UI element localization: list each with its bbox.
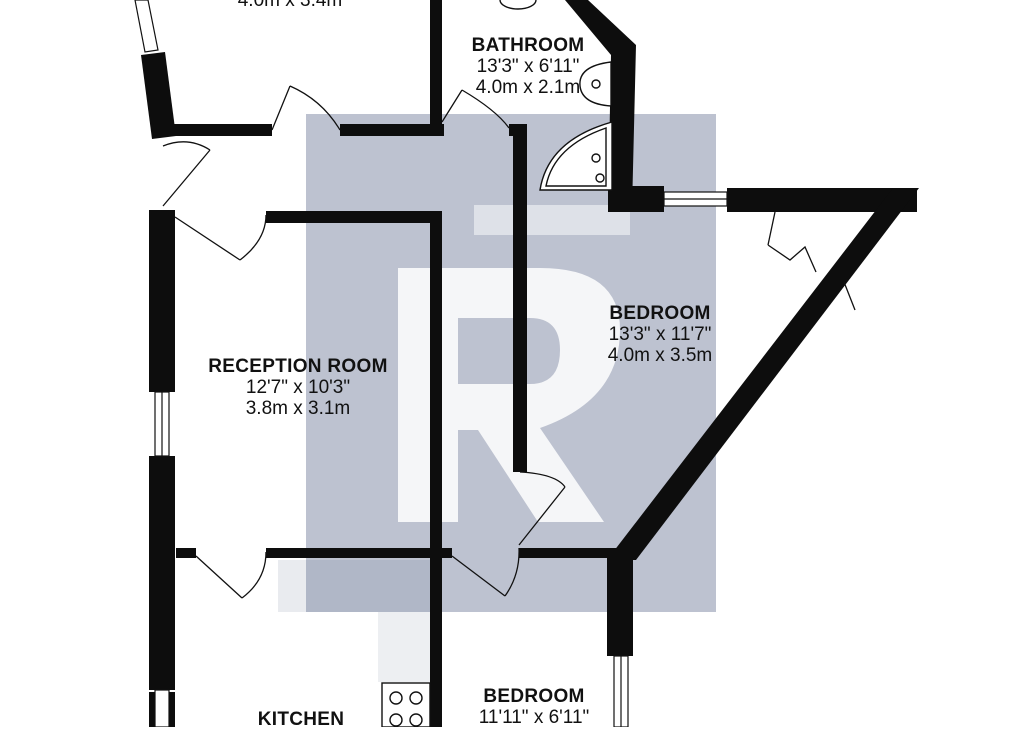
room-dims-imperial: 13'3" x 6'11" <box>476 56 580 77</box>
basin-icon <box>579 61 612 107</box>
room-name: BEDROOM <box>609 303 711 324</box>
window-icon <box>154 689 170 727</box>
windows <box>134 0 728 727</box>
room-dims-imperial: 13'3" x 11'7" <box>608 324 712 345</box>
bathroom-bottom-wall <box>509 124 527 136</box>
door-swing-icon <box>195 551 267 599</box>
room-name: BATHROOM <box>471 35 585 56</box>
bedroom2-right-wall <box>607 548 633 656</box>
room-dims-imperial: 11'11" x 6'11" <box>478 707 590 728</box>
room-label-bedroom-small: BEDROOM 11'11" x 6'11" <box>446 686 622 728</box>
walls <box>141 0 919 727</box>
room-name: BEDROOM <box>483 686 585 707</box>
bedroom-diagonal-wall <box>607 188 919 560</box>
toilet-icon <box>499 0 537 10</box>
bedroom-bottom-wall <box>519 548 615 558</box>
room-name: RECEPTION ROOM <box>208 356 388 377</box>
room-dims-imperial: 12'7" x 10'3" <box>245 377 351 398</box>
door-swing-icon <box>843 281 856 311</box>
top-room-bottom-wall-left <box>152 124 272 136</box>
reception-bottom-wall-right <box>266 548 452 558</box>
window-icon <box>134 0 159 53</box>
shower-surround <box>608 186 664 212</box>
room-dims-metric: 4.0m x 2.1m <box>475 77 581 98</box>
room-dims-metric: 4.0m x 3.4m <box>237 0 343 11</box>
door-swing-icon <box>162 141 211 207</box>
room-dims-metric: 3.8m x 3.1m <box>245 398 351 419</box>
door-swing-icon <box>451 547 520 597</box>
door-swing-icon <box>441 89 510 129</box>
room-label-top: 4.0m x 3.4m <box>200 0 380 11</box>
room-label-bedroom-main: BEDROOM 13'3" x 11'7" 4.0m x 3.5m <box>572 303 748 366</box>
bathroom-right-wall <box>565 0 636 210</box>
shower-icon <box>539 121 613 191</box>
hob-icon <box>381 682 431 727</box>
top-room-bottom-wall-right <box>340 124 444 136</box>
reception-bottom-wall-left <box>176 548 196 558</box>
room-label-bathroom: BATHROOM 13'3" x 6'11" 4.0m x 2.1m <box>440 35 616 98</box>
room-dims-metric: 4.0m x 3.5m <box>607 345 713 366</box>
reception-top-wall <box>266 211 442 223</box>
top-left-wall <box>141 52 176 139</box>
room-label-reception: RECEPTION ROOM 12'7" x 10'3" 3.8m x 3.1m <box>186 356 410 419</box>
left-wall-upper <box>149 210 175 392</box>
door-swing-icon <box>271 85 341 131</box>
letter-r-logo-icon <box>398 268 620 522</box>
door-swing-icon <box>518 471 566 546</box>
bathroom-left-wall <box>430 0 442 134</box>
room-label-kitchen: KITCHEN <box>226 709 376 730</box>
door-swing-icon <box>767 211 817 273</box>
left-wall-middle <box>149 456 175 690</box>
reception-right-wall <box>430 211 442 727</box>
bathroom-inner-wall <box>513 126 527 472</box>
door-swing-icon <box>174 214 267 261</box>
room-name: KITCHEN <box>257 709 345 730</box>
doors <box>162 85 856 599</box>
